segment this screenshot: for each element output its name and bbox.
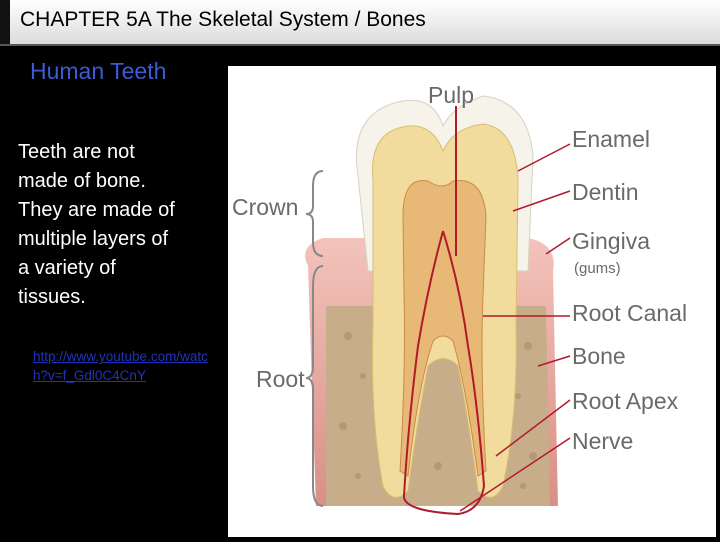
label-bone: Bone	[572, 343, 626, 369]
label-root-apex: Root Apex	[572, 388, 679, 414]
label-pointers	[459, 143, 571, 512]
label-crown: Crown	[232, 194, 299, 220]
label-gums: (gums)	[574, 260, 621, 277]
label-enamel: Enamel	[572, 126, 650, 152]
label-gingiva: Gingiva	[572, 228, 650, 254]
label-root-canal: Root Canal	[572, 300, 688, 326]
label-pulp: Pulp	[428, 82, 475, 108]
nerve-line	[403, 230, 486, 516]
slide-title: CHAPTER 5A The Skeletal System / Bones	[20, 8, 426, 31]
label-root: Root	[256, 366, 305, 392]
title-bar: CHAPTER 5A The Skeletal System / Bones	[0, 0, 720, 46]
crown-brace	[305, 170, 324, 257]
bone-texture	[339, 332, 537, 489]
slide-subtitle: Human Teeth	[30, 58, 167, 84]
tooth-illustration	[305, 95, 571, 516]
pulp-shape	[399, 179, 487, 477]
body-text: Teeth are not made of bone. They are mad…	[18, 141, 175, 308]
youtube-link[interactable]: http://www.youtube.com/watch?v=f_Gdl0C4C…	[33, 349, 208, 383]
label-nerve: Nerve	[572, 428, 634, 454]
title-accent-bar	[0, 0, 10, 44]
tooth-diagram: Pulp Enamel Dentin Gingiva (gums) Root C…	[228, 66, 716, 537]
label-dentin: Dentin	[572, 179, 639, 205]
root-brace	[305, 265, 324, 507]
